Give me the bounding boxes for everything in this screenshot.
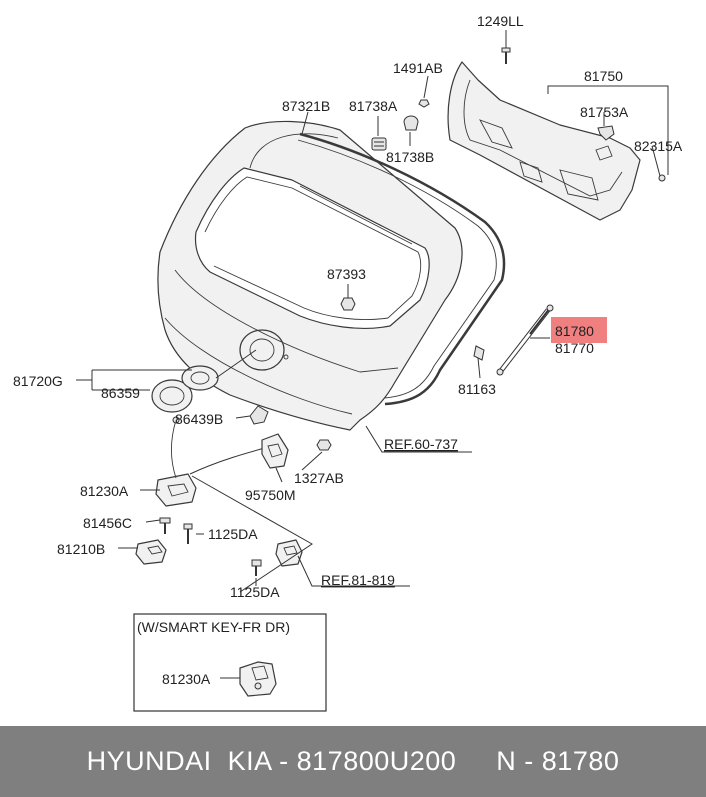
label-1327ab[interactable]: 1327AB: [294, 470, 344, 486]
label-1249ll[interactable]: 1249LL: [477, 13, 524, 29]
emblem-icon: [151, 365, 219, 413]
label-81738a[interactable]: 81738A: [349, 98, 398, 114]
label-81780[interactable]: 81780: [555, 323, 594, 339]
inset-title: (W/SMART KEY-FR DR): [137, 619, 290, 635]
nut-icon: [316, 439, 332, 451]
bolt-icon: [159, 517, 171, 534]
label-86359[interactable]: 86359: [101, 385, 140, 401]
label-81230a[interactable]: 81230A: [80, 483, 129, 499]
bumper-cap-icon: [403, 115, 419, 131]
label-81210b[interactable]: 81210B: [57, 541, 105, 557]
smart-key-inset: (W/SMART KEY-FR DR) 81230A: [133, 613, 327, 712]
weatherstrip: [299, 132, 506, 406]
label-95750m[interactable]: 95750M: [245, 487, 296, 503]
label-81163[interactable]: 81163: [458, 381, 496, 397]
label-81456c[interactable]: 81456C: [83, 515, 132, 531]
ref-81-819[interactable]: REF.81-819: [321, 572, 395, 588]
striker-icon: [135, 539, 167, 565]
label-87321b[interactable]: 87321B: [282, 98, 330, 114]
gas-lift-strut: [496, 304, 554, 376]
bolt-icon-2: [183, 523, 193, 544]
bumper-stopper-icon: [371, 137, 387, 151]
footer-text: HYUNDAI KIA - 817800U200 N - 81780: [86, 746, 620, 776]
highlight-81780: [551, 317, 607, 343]
label-81753a[interactable]: 81753A: [580, 104, 629, 120]
latch-assembly-icon: [155, 416, 197, 507]
label-81770[interactable]: 81770: [555, 340, 594, 356]
label-81738b[interactable]: 81738B: [386, 149, 434, 165]
smart-key-latch-icon: [239, 661, 277, 697]
label-81230a-inset[interactable]: 81230A: [162, 671, 211, 687]
screw-icon: [501, 47, 511, 64]
part-number-footer: HYUNDAI KIA - 817800U200 N - 81780: [0, 726, 706, 797]
bolt-icon-3: [251, 559, 262, 576]
label-1125da-a[interactable]: 1125DA: [208, 526, 258, 542]
emblem-pad-icon: [249, 405, 269, 425]
label-82315a[interactable]: 82315A: [634, 138, 683, 154]
ref-60-737[interactable]: REF.60-737: [384, 436, 458, 452]
clip-icon: [418, 99, 430, 108]
label-81750[interactable]: 81750: [584, 68, 623, 84]
trim-screw-icon: [658, 174, 666, 182]
lower-latch-icon: [275, 539, 303, 567]
label-1125da-b[interactable]: 1125DA: [230, 584, 280, 600]
bracket-icon: [473, 345, 485, 361]
parts-diagram: 1249LL 1491AB 81750 81753A 82315A 87321B…: [13, 13, 683, 712]
label-1491ab[interactable]: 1491AB: [393, 60, 443, 76]
actuator-icon: [261, 433, 289, 469]
label-86439b[interactable]: 86439B: [175, 411, 223, 427]
label-87393[interactable]: 87393: [327, 266, 366, 282]
leader-lines: [76, 30, 669, 587]
label-81720g[interactable]: 81720G: [13, 373, 63, 389]
tailgate-panel: [157, 120, 463, 431]
trim-clip-icon: [597, 125, 615, 141]
